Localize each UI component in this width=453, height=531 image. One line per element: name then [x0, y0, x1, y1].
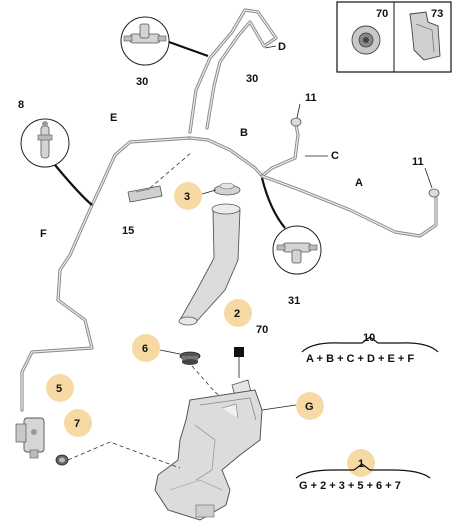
callout-3: 3: [184, 191, 190, 203]
legend-box: 70 73: [336, 1, 452, 73]
callout-11-top: 11: [305, 92, 317, 104]
hose-d: [188, 8, 278, 134]
jet-11-right-icon: [428, 188, 440, 198]
pump-5-icon: [15, 417, 45, 459]
label-e: E: [110, 112, 117, 124]
t-connector-icon: [123, 23, 167, 44]
bubble-g: [296, 392, 324, 420]
bubble-3: [174, 182, 202, 210]
clip-15-icon: [127, 151, 193, 203]
callout-11-right: 11: [412, 156, 424, 168]
jet-11-top-icon: [290, 117, 302, 127]
connector-31-callout: [260, 177, 322, 275]
callout-2: 2: [234, 308, 240, 320]
callout-8: 8: [18, 99, 24, 111]
label-a: A: [355, 177, 363, 189]
callout-31: 31: [288, 295, 300, 307]
callout-30-right: 30: [246, 73, 258, 85]
grommet-6-icon: [179, 351, 201, 365]
label-g: G: [305, 401, 314, 413]
nut-70-icon: [351, 25, 381, 55]
nozzle-8-callout: [20, 118, 93, 206]
kit-1-group: 1 G + 2 + 3 + 5 + 6 + 7: [295, 458, 431, 492]
kit-10-group: 10 A + B + C + D + E + F: [301, 332, 439, 365]
connector-30-callout: [120, 16, 209, 66]
bubble-2: [224, 299, 252, 327]
label-c: C: [331, 150, 339, 162]
t-connector-icon: [276, 242, 318, 264]
hose-c: [260, 123, 300, 178]
filler-cap-3-icon: [213, 182, 241, 196]
square-marker-70-icon: [234, 347, 244, 357]
kit-10-formula: A + B + C + D + E + F: [306, 353, 414, 365]
washer-nozzle-icon: [37, 121, 53, 159]
legend-70-number: 70: [376, 8, 388, 20]
label-f: F: [40, 228, 47, 240]
legend-73-number: 73: [431, 8, 443, 20]
hose-b: [188, 136, 264, 178]
hose-network: [20, 8, 438, 412]
kit-1-formula: G + 2 + 3 + 5 + 6 + 7: [299, 480, 401, 492]
label-d: D: [278, 41, 286, 53]
bubble-5: [46, 374, 74, 402]
reservoir-g-icon: [154, 379, 263, 521]
label-b: B: [240, 127, 248, 139]
filler-neck-2-icon: [178, 203, 241, 326]
callout-7: 7: [74, 418, 80, 430]
seal-7-icon: [55, 454, 69, 466]
callout-5: 5: [56, 383, 62, 395]
callout-70: 70: [256, 324, 268, 336]
clip-73-icon: [409, 11, 441, 61]
bubble-6: [132, 334, 160, 362]
callout-15: 15: [122, 225, 134, 237]
bubble-7: [64, 409, 92, 437]
callout-6: 6: [142, 343, 148, 355]
callout-30-top: 30: [136, 76, 148, 88]
